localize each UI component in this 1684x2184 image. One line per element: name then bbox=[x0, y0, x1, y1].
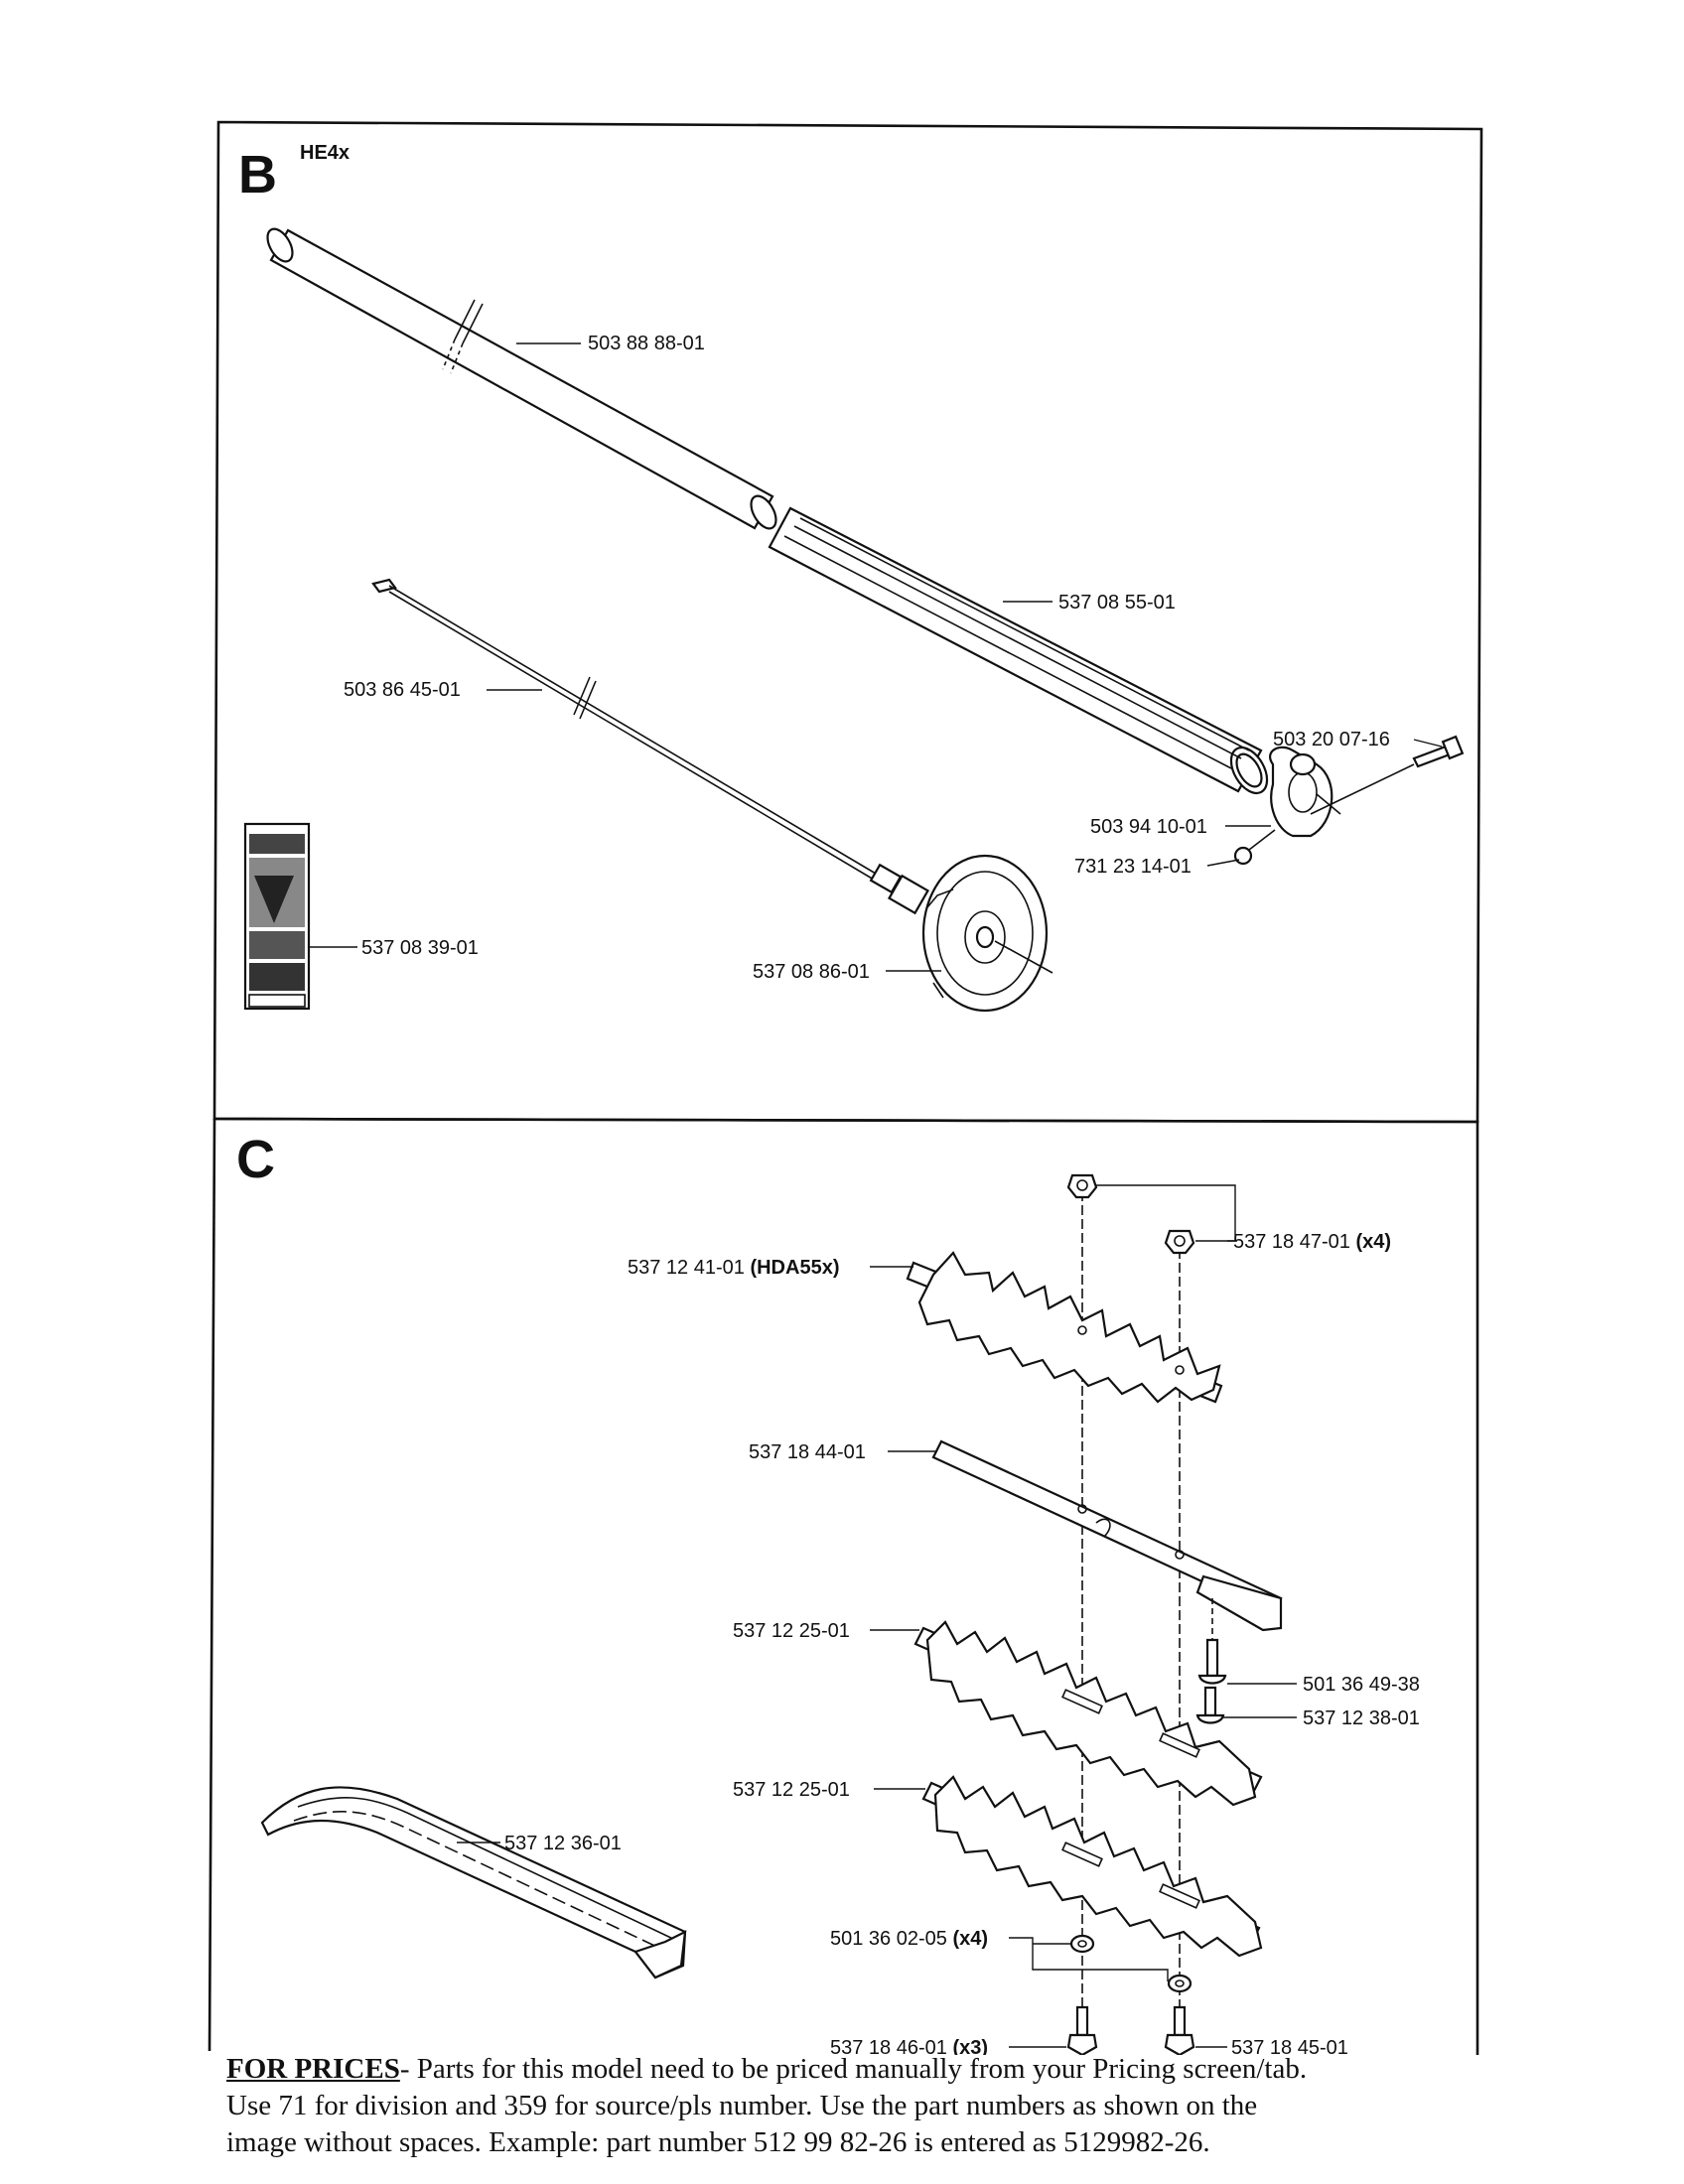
label-clamp: 503 94 10-01 bbox=[1090, 816, 1207, 838]
pricing-note: FOR PRICES- Parts for this model need to… bbox=[226, 2051, 1477, 2161]
label-bolt-left-number: 537 18 46-01 bbox=[830, 2037, 947, 2055]
label-washer: 501 36 02-05 (x4) bbox=[830, 1928, 988, 1950]
label-screw: 503 20 07-16 bbox=[1273, 729, 1390, 751]
label-blade-top-number: 537 12 41-01 bbox=[628, 1257, 745, 1279]
label-bolt-left-qty: (x3) bbox=[952, 2037, 988, 2055]
guide-plate bbox=[931, 1439, 1283, 1632]
blade-lower bbox=[921, 1775, 1263, 1958]
nut-537-18-47-01 bbox=[1066, 1173, 1195, 1255]
label-blade-top-model: (HDA55x) bbox=[750, 1257, 839, 1279]
label-nut-c-number: 537 18 47-01 bbox=[1233, 1231, 1350, 1253]
label-nut: 731 23 14-01 bbox=[1074, 856, 1192, 878]
label-screw-c1: 501 36 49-38 bbox=[1303, 1674, 1420, 1696]
washers bbox=[1069, 1934, 1193, 1993]
drive-tube bbox=[266, 227, 777, 530]
label-bolt-right: 537 18 45-01 bbox=[1231, 2037, 1348, 2055]
pricing-note-line-1: FOR PRICES- Parts for this model need to… bbox=[226, 2051, 1477, 2088]
label-guide-plate: 537 18 44-01 bbox=[749, 1441, 866, 1463]
pricing-note-text-1: - Parts for this model need to be priced… bbox=[399, 2053, 1308, 2085]
label-drive-tube: 503 88 88-01 bbox=[588, 333, 705, 354]
label-blade-lower: 537 12 25-01 bbox=[733, 1779, 850, 1801]
label-washer-qty: (x4) bbox=[952, 1928, 988, 1950]
drive-shaft bbox=[371, 578, 929, 915]
label-blade-upper: 537 12 25-01 bbox=[733, 1620, 850, 1642]
tube-cover bbox=[768, 506, 1269, 795]
bolts bbox=[1066, 2005, 1195, 2055]
label-nut-c: 537 18 47-01 (x4) bbox=[1233, 1231, 1391, 1253]
label-screw-c2: 537 12 38-01 bbox=[1303, 1707, 1420, 1729]
screws-section-c bbox=[1195, 1598, 1227, 1724]
label-washer-number: 501 36 02-05 bbox=[830, 1928, 947, 1950]
parts-diagram: B HE4x C bbox=[208, 120, 1483, 2055]
clamp bbox=[1269, 746, 1341, 838]
label-drive-shaft: 503 86 45-01 bbox=[344, 679, 461, 701]
label-decal: 537 08 39-01 bbox=[361, 937, 479, 959]
blade-top bbox=[906, 1251, 1223, 1404]
section-c-leaders bbox=[457, 1184, 1297, 2048]
pricing-note-line-3: image without spaces. Example: part numb… bbox=[226, 2126, 1210, 2158]
label-bolt-left: 537 18 46-01 (x3) bbox=[830, 2037, 988, 2055]
pricing-note-heading: FOR PRICES bbox=[226, 2053, 400, 2085]
label-bearing-housing: 537 08 86-01 bbox=[753, 961, 870, 983]
section-b-model: HE4x bbox=[300, 142, 350, 164]
section-frames bbox=[208, 120, 1483, 2055]
label-tube-cover: 537 08 55-01 bbox=[1058, 592, 1176, 614]
decal bbox=[243, 822, 311, 1011]
section-c-letter: C bbox=[236, 1130, 275, 1189]
section-b-leaders bbox=[309, 342, 1443, 972]
label-blade-top: 537 12 41-01 (HDA55x) bbox=[628, 1257, 839, 1279]
bearing-housing bbox=[921, 854, 1053, 1013]
label-blade-guard: 537 12 36-01 bbox=[504, 1833, 622, 1854]
blade-guard bbox=[260, 1786, 687, 1979]
label-nut-c-qty: (x4) bbox=[1355, 1231, 1391, 1253]
section-b-letter: B bbox=[238, 145, 277, 205]
blade-upper bbox=[913, 1620, 1263, 1807]
nut-731-23-14-01 bbox=[1233, 829, 1276, 866]
screw-503-20-07-16 bbox=[1310, 735, 1465, 815]
pricing-note-line-2: Use 71 for division and 359 for source/p… bbox=[226, 2090, 1258, 2121]
